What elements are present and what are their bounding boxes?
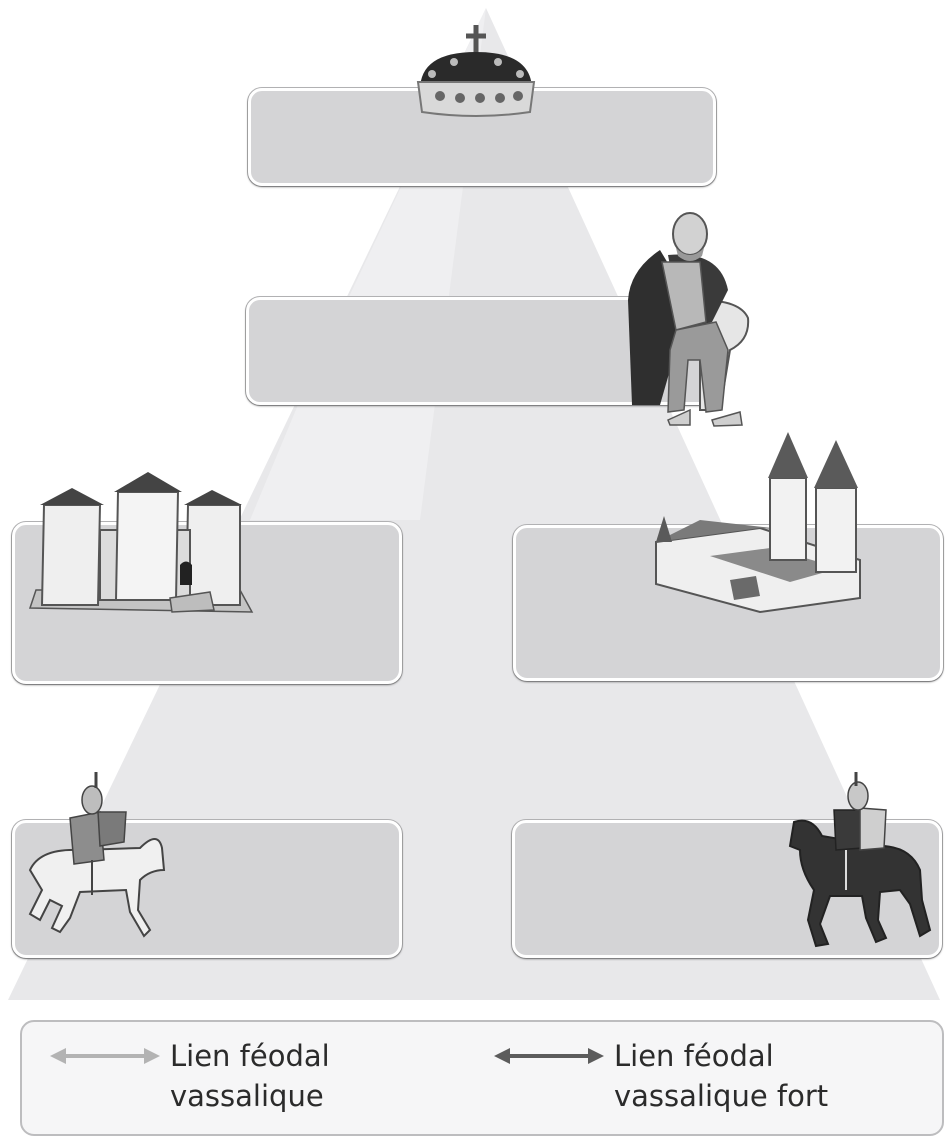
double-arrow-light-icon (50, 1036, 160, 1076)
abbey-icon (656, 432, 860, 612)
knight-on-horse-icon (790, 772, 930, 946)
legend-weak-link: Lien féodal vassalique (50, 1036, 330, 1116)
knight-on-horse-icon (30, 772, 164, 936)
castle-icon (30, 472, 252, 612)
legend-strong-link-line2: vassalique fort (614, 1076, 828, 1116)
crown-icon (418, 25, 534, 116)
legend-weak-link-line1: Lien féodal (170, 1036, 330, 1076)
legend: Lien féodal vassalique Lien féodal vassa… (20, 1020, 944, 1136)
legend-strong-link: Lien féodal vassalique fort (494, 1036, 828, 1116)
legend-strong-link-line1: Lien féodal (614, 1036, 828, 1076)
legend-weak-link-line2: vassalique (170, 1076, 330, 1116)
seated-lord-icon (628, 213, 748, 426)
double-arrow-dark-icon (494, 1036, 604, 1076)
